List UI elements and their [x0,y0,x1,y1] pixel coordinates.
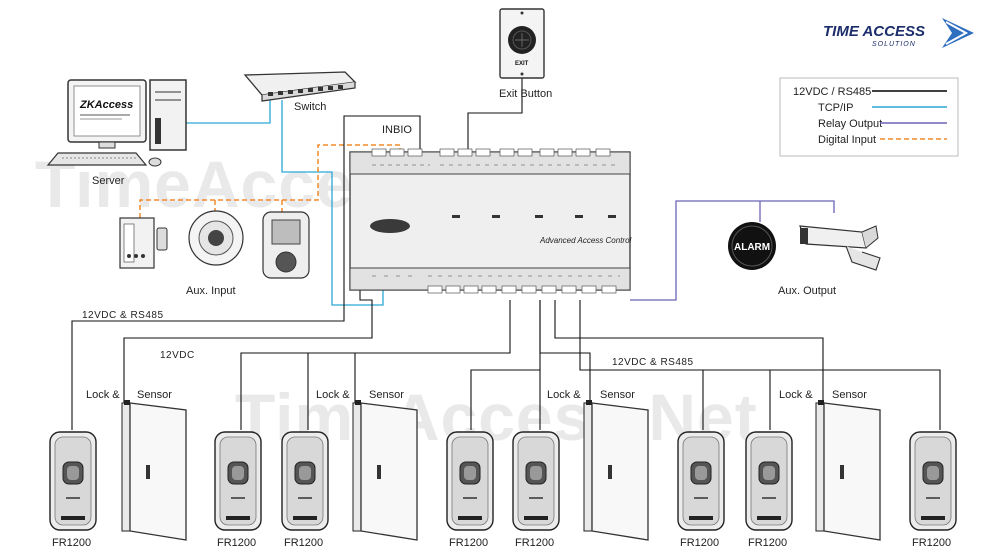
door-1-sensor-label: Sensor [137,389,172,401]
legend: 12VDC / RS485 TCP/IP Relay Output Digita… [779,77,959,157]
door-leaf-icon [360,402,418,541]
door-frame [121,402,131,532]
door-4 [815,400,881,541]
reader-label: FR1200 [680,537,719,549]
door-2-sensor-label: Sensor [369,389,404,401]
fr1200-reader-4: FR1200 [446,431,494,549]
door-leaf-icon [823,402,881,541]
fr1200-reader-1: FR1200 [49,431,97,549]
switch-label: Switch [294,101,326,113]
door-lock-icon [355,400,361,405]
door-1 [121,400,187,541]
door-2-lock-label: Lock & [316,389,350,401]
door-3 [583,400,649,541]
controller-model-text: Advanced Access Control [539,236,632,245]
bottom-terminals [427,285,617,294]
door-frame [352,402,362,532]
inbio-controller: INBIO [349,124,632,294]
relay-output-wires [630,200,835,301]
door-frame [815,402,825,532]
server-label: Server [92,175,125,187]
reader-label: FR1200 [284,537,323,549]
fr1200-reader-2: FR1200 [214,431,262,549]
door-handle-icon [608,465,612,479]
exit-plate-text: EXIT [515,61,529,67]
logo-text: TIME ACCESS [823,23,925,40]
door-4-lock-label: Lock & [779,389,813,401]
controller-logo-icon [370,219,410,233]
monitor-brand-text: ZKAccess [79,99,133,111]
legend-label-relay: Relay Output [818,118,882,130]
door-lock-icon [818,400,824,405]
cctv-camera-icon [799,225,881,271]
door-handle-icon [840,465,844,479]
door-leaf-icon [591,402,649,541]
aux-output-label: Aux. Output [778,285,836,297]
door-handle-icon [377,465,381,479]
door-leaf-icon [129,402,187,541]
legend-label-digital: Digital Input [818,134,876,146]
logo-subtext: SOLUTION [872,41,916,48]
reader-label: FR1200 [217,537,256,549]
tcpip-wires [185,100,384,306]
door-handle-icon [146,465,150,479]
digital-input-wires [139,144,401,218]
fr1200-reader-6: FR1200 [677,431,725,549]
alarm-text: ALARM [734,242,770,253]
readers-group: FR1200 FR1200 FR1200 FR1200 FR1200 FR1200 FR12… [49,431,957,549]
doors-group [121,400,881,541]
power-label-left: 12VDC [160,350,195,361]
reader-label: FR1200 [449,537,488,549]
door-4-sensor-label: Sensor [832,389,867,401]
aux-input-devices: Aux. Input [119,210,310,297]
legend-label-power: 12VDC / RS485 [793,86,871,98]
top-terminals [371,148,611,157]
reader-label: FR1200 [515,537,554,549]
door-frame [583,402,593,532]
door-3-sensor-label: Sensor [600,389,635,401]
exit-button[interactable]: EXIT Exit Button [499,8,552,100]
door-1-lock-label: Lock & [86,389,120,401]
fr1200-reader-3: FR1200 [281,431,329,549]
door-3-lock-label: Lock & [547,389,581,401]
exit-button-label: Exit Button [499,88,552,100]
aux-input-label: Aux. Input [186,285,236,297]
keyboard-icon [46,152,148,166]
reader-label: FR1200 [52,537,91,549]
door-2 [352,400,418,541]
alarm-siren-icon [728,222,776,270]
fr1200-reader-5: FR1200 [512,431,560,549]
brand-logo: TIME ACCESS SOLUTION [823,18,974,48]
mouse-icon [148,157,162,167]
aux-output-devices: ALARM Aux. Output [728,222,881,297]
server: ZKAccess Server [46,79,187,187]
legend-label-tcpip: TCP/IP [818,102,853,114]
fr1200-reader-8: FR1200 [909,431,957,549]
inbio-label: INBIO [382,124,412,136]
door-lock-icon [586,400,592,405]
reader-label: FR1200 [748,537,787,549]
door-lock-icon [124,400,130,405]
logo-arrow-icon [942,18,974,48]
fr1200-reader-7: FR1200 [745,431,793,549]
reader-label: FR1200 [912,537,951,549]
bus-label-right: 12VDC & RS485 [612,357,694,368]
bus-label-left: 12VDC & RS485 [82,310,164,321]
network-switch: Switch [243,71,357,113]
magnetic-contact-icon [156,227,168,251]
